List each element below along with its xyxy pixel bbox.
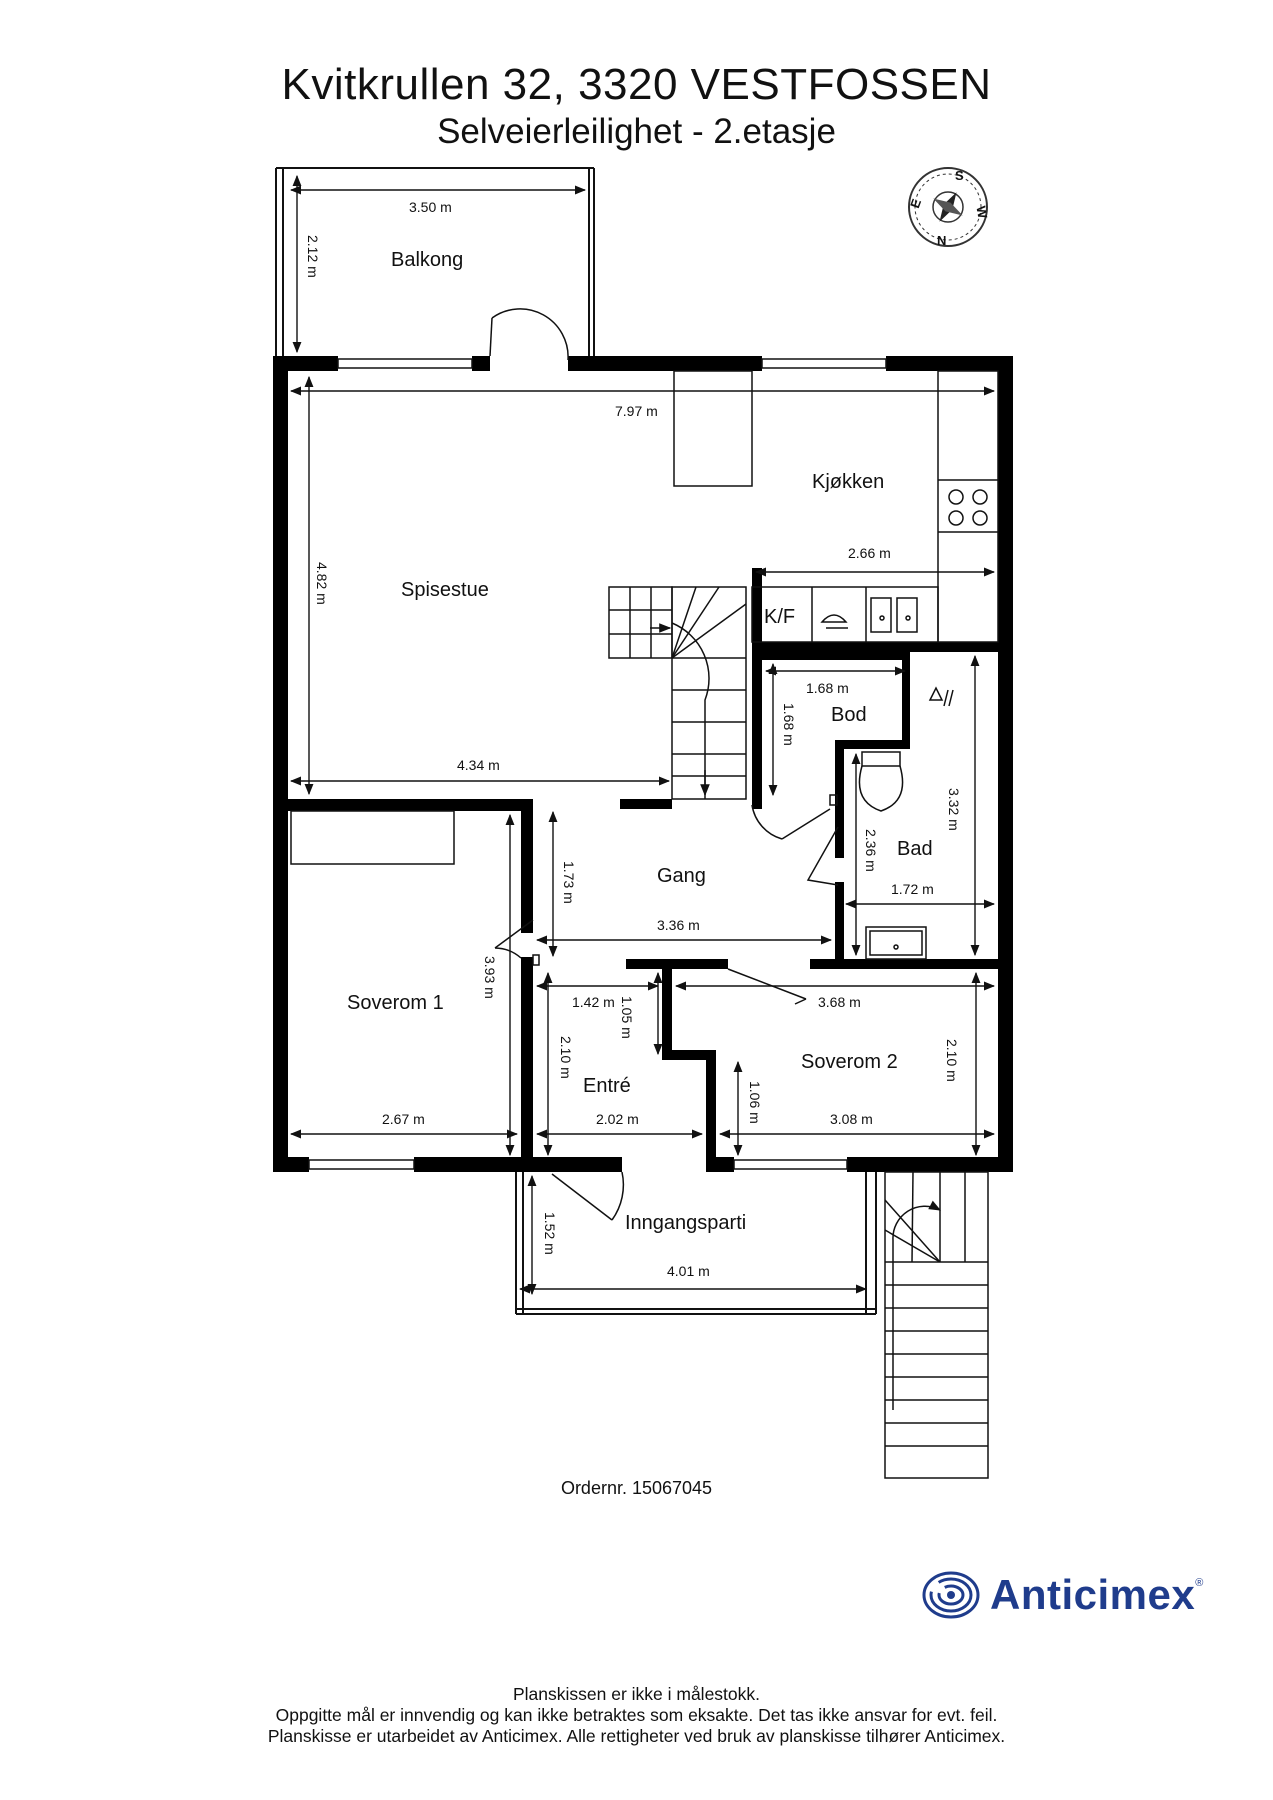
room-label-spisestue: Spisestue xyxy=(401,579,489,601)
kitchen-fixtures xyxy=(673,370,999,643)
room-label-entre: Entré xyxy=(583,1075,631,1097)
dim-label: 1.52 m xyxy=(542,1212,558,1255)
dim-label: 4.34 m xyxy=(457,757,500,773)
compass-icon: S W N E xyxy=(907,167,990,248)
room-label-soverom1: Soverom 1 xyxy=(347,992,444,1014)
footer-disclaimer-3: Planskisse er utarbeidet av Anticimex. A… xyxy=(267,1726,1006,1746)
footer-disclaimer-1: Planskissen er ikke i målestokk. xyxy=(512,1684,761,1704)
room-label-balkong: Balkong xyxy=(391,249,463,271)
dim-label: 1.68 m xyxy=(781,703,797,746)
exterior-walls xyxy=(273,356,1013,1172)
room-label-soverom2: Soverom 2 xyxy=(801,1051,898,1073)
dim-label: 3.36 m xyxy=(657,917,700,933)
dim-label: 3.08 m xyxy=(830,1111,873,1127)
room-label-bad: Bad xyxy=(897,838,933,860)
dim-label: 2.10 m xyxy=(944,1039,960,1082)
interior-walls xyxy=(288,568,998,1172)
dim-label: 2.12 m xyxy=(305,235,321,278)
windows xyxy=(308,358,887,1170)
dim-label: 2.10 m xyxy=(558,1036,574,1079)
doors xyxy=(494,794,839,1221)
room-label-gang: Gang xyxy=(657,865,706,887)
anticimex-logo-text: Anticimex xyxy=(990,1571,1196,1618)
dimension-lines xyxy=(289,174,996,1296)
dim-label: 1.72 m xyxy=(891,881,934,897)
dim-label: 3.50 m xyxy=(409,199,452,215)
dim-label: 2.66 m xyxy=(848,545,891,561)
anticimex-logo-icon xyxy=(922,1571,980,1619)
anticimex-logo: Anticimex ® xyxy=(922,1565,1203,1625)
property-subtitle: Selveierleilighet - 2.etasje xyxy=(437,112,836,151)
room-label-inngangsparti: Inngangsparti xyxy=(625,1212,746,1234)
entrance-porch xyxy=(515,1172,877,1315)
dim-label: 1.06 m xyxy=(747,1081,763,1124)
bathroom-fixtures xyxy=(858,686,954,960)
dim-label: 1.05 m xyxy=(619,996,635,1039)
dim-label: 2.67 m xyxy=(382,1111,425,1127)
compass-letter: N xyxy=(937,233,946,248)
dim-label: 2.36 m xyxy=(863,829,879,872)
dim-label: 3.93 m xyxy=(482,956,498,999)
dim-label: 2.02 m xyxy=(596,1111,639,1127)
dim-label: 7.97 m xyxy=(615,403,658,419)
compass-letter: S xyxy=(955,168,964,183)
balcony-outline xyxy=(275,167,595,356)
wardrobe xyxy=(290,810,455,865)
dim-label: 3.32 m xyxy=(946,788,962,831)
room-label-bod: Bod xyxy=(831,704,867,726)
balcony-door xyxy=(489,308,569,361)
dim-label: 1.68 m xyxy=(806,680,849,696)
order-number: Ordernr. 15067045 xyxy=(560,1478,713,1498)
property-address: Kvitkrullen 32, 3320 VESTFOSSEN xyxy=(281,60,992,109)
dim-label: 4.82 m xyxy=(314,562,330,605)
registered-mark-icon: ® xyxy=(1195,1577,1204,1589)
room-label-kf: K/F xyxy=(764,606,795,628)
dim-label: 4.01 m xyxy=(667,1263,710,1279)
dim-label: 1.42 m xyxy=(572,994,615,1010)
exterior-staircase xyxy=(884,1171,989,1479)
compass-letter: W xyxy=(973,205,990,220)
dim-label: 1.73 m xyxy=(561,861,577,904)
footer-disclaimer-2: Oppgitte mål er innvendig og kan ikke be… xyxy=(275,1705,998,1725)
interior-staircase xyxy=(608,586,747,800)
dim-label: 3.68 m xyxy=(818,994,861,1010)
room-label-kjokken: Kjøkken xyxy=(812,471,884,493)
